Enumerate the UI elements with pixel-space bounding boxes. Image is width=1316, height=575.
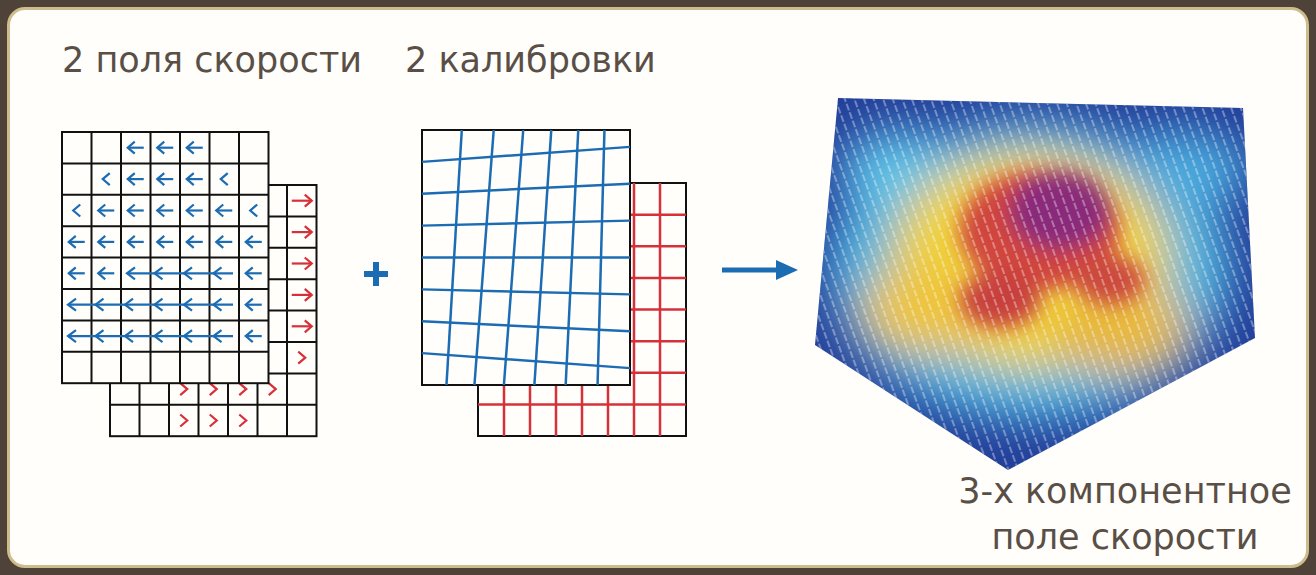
- calibration-frame: [422, 130, 630, 385]
- vector-arrow: [68, 330, 76, 342]
- vector-arrow: [214, 299, 222, 311]
- label: 3-х компонентное поле скорости: [955, 469, 1295, 560]
- grid-line: [110, 404, 317, 406]
- calibration-line: [422, 353, 630, 368]
- vector-arrow: [292, 325, 312, 327]
- vector-arrow: [69, 236, 76, 248]
- grid-line: [62, 162, 269, 164]
- vector-arrow: [98, 236, 105, 248]
- vector-arrow: [127, 272, 233, 274]
- vector-arrow: [269, 383, 276, 395]
- vector-arrow: [125, 330, 133, 342]
- vector-arrow: [187, 142, 194, 154]
- blue-calibration-grid: [422, 130, 630, 385]
- vector-arrow: [155, 267, 163, 279]
- vector-arrow: [305, 320, 312, 332]
- vector-arrow: [239, 383, 246, 395]
- vector-arrow: [305, 258, 312, 270]
- vector-arrow: [298, 352, 305, 364]
- calibration-line: [422, 184, 630, 194]
- vector-arrow: [246, 299, 253, 311]
- vector-arrow: [157, 173, 164, 185]
- grid-line: [62, 194, 269, 196]
- vector-arrow: [96, 299, 104, 311]
- vector-arrow: [187, 236, 194, 248]
- calibration-line: [422, 289, 630, 294]
- vector-arrow: [184, 330, 192, 342]
- vector-arrow: [214, 267, 222, 279]
- velocity-field-surface: [800, 90, 1270, 480]
- grid-line: [62, 288, 269, 290]
- label: 2 калибровки: [405, 38, 656, 84]
- calibration-line: [422, 321, 630, 331]
- vector-arrow: [103, 173, 110, 185]
- vector-arrow: [157, 142, 164, 154]
- grid-frame: [62, 132, 269, 383]
- vector-arrow: [292, 200, 312, 202]
- vector-arrow: [68, 335, 233, 337]
- vector-arrow: [128, 142, 135, 154]
- vector-arrow: [216, 205, 223, 217]
- vector-arrow: [127, 267, 135, 279]
- vector-arrow: [96, 330, 104, 342]
- vector-arrow: [98, 267, 105, 279]
- vector-arrow: [292, 262, 312, 264]
- vector-arrow: [157, 236, 164, 248]
- vector-arrow: [246, 236, 253, 248]
- vector-arrow: [157, 205, 164, 217]
- grid-line: [62, 257, 269, 259]
- vector-arrow: [180, 415, 187, 427]
- vector-arrow: [246, 330, 253, 342]
- vector-arrow: [187, 173, 194, 185]
- vector-arrow: [184, 299, 192, 311]
- vector-arrow: [155, 299, 163, 311]
- plus-sign: [364, 262, 388, 286]
- vector-arrow: [239, 415, 246, 427]
- vector-arrow: [187, 205, 194, 217]
- vector-arrow: [128, 173, 135, 185]
- vector-arrow: [210, 383, 217, 395]
- vector-arrow: [128, 236, 135, 248]
- grid-line: [62, 351, 269, 353]
- result-arrow: [722, 260, 798, 280]
- grid-line: [62, 319, 269, 321]
- vector-arrow: [292, 294, 312, 296]
- vector-arrow: [73, 205, 80, 217]
- vector-arrow: [292, 231, 312, 233]
- label: 2 поля скорости: [62, 38, 362, 84]
- vector-arrow: [246, 267, 253, 279]
- vector-arrow: [305, 226, 312, 238]
- vector-arrow: [98, 205, 105, 217]
- vector-arrow: [305, 195, 312, 207]
- calibration-line: [422, 221, 630, 226]
- calibration-line: [422, 256, 630, 259]
- vector-arrow: [69, 267, 76, 279]
- vector-arrow: [214, 330, 222, 342]
- vector-arrow: [125, 299, 133, 311]
- blue-velocity-grid: [62, 132, 269, 383]
- vector-arrow: [305, 289, 312, 301]
- calibration-line: [422, 147, 630, 162]
- vector-arrow: [184, 267, 192, 279]
- grid-line: [62, 225, 269, 227]
- calibration-line: [478, 403, 686, 406]
- vector-arrow: [128, 205, 135, 217]
- vector-arrow: [250, 205, 257, 217]
- vector-arrow: [221, 173, 228, 185]
- vector-arrow: [180, 383, 187, 395]
- vector-arrow: [68, 299, 76, 311]
- vector-arrow: [216, 236, 223, 248]
- vector-arrow: [155, 330, 163, 342]
- vector-arrow: [210, 415, 217, 427]
- vector-arrow: [68, 304, 233, 306]
